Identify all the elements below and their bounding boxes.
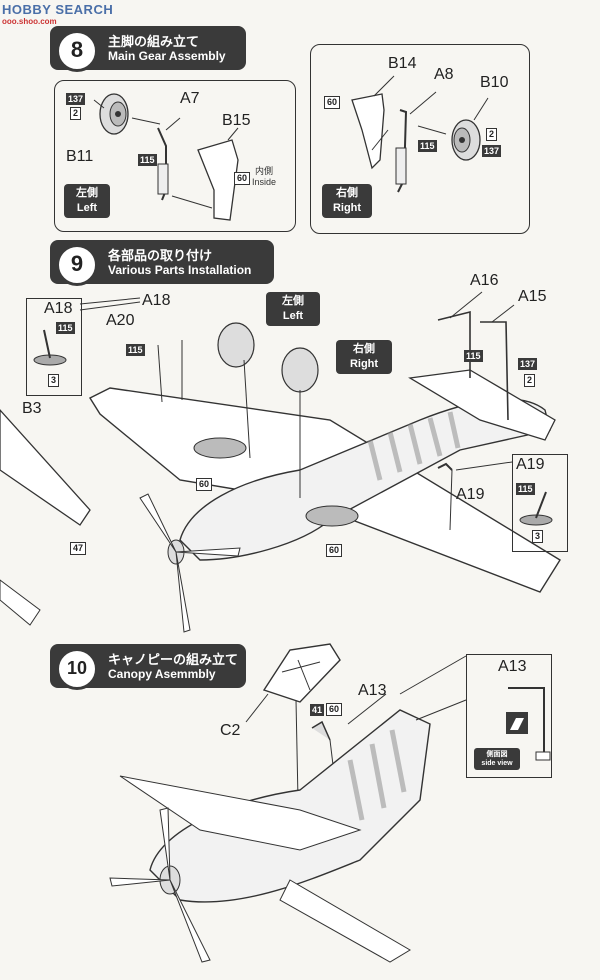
step10-title-jp: キャノピーの組み立て <box>108 652 239 667</box>
paint-code: 115 <box>418 140 437 152</box>
part-label: A7 <box>180 90 200 107</box>
inset-a13 <box>466 654 552 778</box>
paint-code: 2 <box>70 107 82 120</box>
paint-code: 60 <box>324 96 341 109</box>
step9-title-jp: 各部品の取り付け <box>108 248 213 263</box>
inset-a13-label: A13 <box>498 658 527 675</box>
inset-a19 <box>512 454 568 552</box>
inside-label-en: Inside <box>252 177 277 187</box>
part-label-a15: A15 <box>518 288 547 305</box>
paint-code: 2 <box>486 128 498 141</box>
step10-number: 10 <box>56 648 98 690</box>
inset-a18-label: A18 <box>44 300 73 317</box>
paint-code: 60 <box>234 172 251 185</box>
paint-code: 3 <box>532 530 544 543</box>
left-side-tag-jp: 左側 <box>282 295 304 307</box>
part-label-a20: A20 <box>106 312 135 329</box>
part-label-a13: A13 <box>358 682 387 699</box>
left-side-tag-step9: 左側 Left <box>266 292 320 326</box>
right-side-tag-jp: 右側 <box>353 343 375 355</box>
paint-code: 115 <box>516 483 535 495</box>
watermark-sub: ooo.shoo.com <box>2 17 57 26</box>
part-label: B14 <box>388 55 417 72</box>
left-gear-panel <box>54 80 296 232</box>
inset-a19-label: A19 <box>516 456 545 473</box>
right-gear-panel <box>310 44 530 234</box>
inside-label-jp: 内側 <box>255 166 274 176</box>
paint-code: 115 <box>464 350 483 362</box>
part-label-a16: A16 <box>470 272 499 289</box>
right-side-tag-en: Right <box>349 358 379 370</box>
inset-a18 <box>26 298 82 396</box>
watermark: HOBBY SEARCH ooo.shoo.com <box>2 2 113 26</box>
part-label-a18: A18 <box>142 292 171 309</box>
left-side-tag-jp: 左側 <box>76 187 98 199</box>
paint-code: 60 <box>196 478 213 491</box>
right-side-tag-jp: 右側 <box>336 187 358 199</box>
part-label-a19: A19 <box>456 486 485 503</box>
part-label-c2: C2 <box>220 722 241 739</box>
side-view-tag: 側面図 side view <box>474 748 520 770</box>
paint-code: 47 <box>70 542 87 555</box>
part-label-b3: B3 <box>22 400 42 417</box>
part-label: A8 <box>434 66 454 83</box>
paint-code: 115 <box>126 344 145 356</box>
right-side-tag-en: Right <box>332 202 362 214</box>
left-side-tag: 左側 Left <box>64 184 110 218</box>
part-label: B15 <box>222 112 251 129</box>
left-side-tag-en: Left <box>76 202 98 214</box>
paint-code: 2 <box>524 374 536 387</box>
paint-code: 115 <box>56 322 75 334</box>
paint-code: 137 <box>518 358 538 370</box>
paint-code: 115 <box>138 154 157 166</box>
paint-code: 60 <box>326 544 343 557</box>
paint-code: 137 <box>482 145 502 157</box>
paint-code: 60 <box>326 703 343 716</box>
paint-code: 137 <box>66 93 86 105</box>
step8-title-jp: 主脚の組み立て <box>108 34 200 49</box>
left-side-tag-en: Left <box>282 310 304 322</box>
step9-title-en: Various Parts Installation <box>108 263 252 277</box>
side-view-tag-en: side view <box>481 760 513 767</box>
right-side-tag: 右側 Right <box>322 184 372 218</box>
step9-number: 9 <box>56 244 98 286</box>
part-label: B11 <box>66 148 94 165</box>
paint-code: 41 <box>310 704 325 716</box>
side-view-tag-jp: 側面図 <box>486 751 508 758</box>
part-label: B10 <box>480 74 509 91</box>
watermark-main: HOBBY SEARCH <box>2 2 114 17</box>
step8-number: 8 <box>56 30 98 72</box>
right-side-tag-step9: 右側 Right <box>336 340 392 374</box>
step8-title-en: Main Gear Assembly <box>108 49 226 63</box>
step10-title-en: Canopy Asemmbly <box>108 667 216 681</box>
paint-code: 3 <box>48 374 60 387</box>
